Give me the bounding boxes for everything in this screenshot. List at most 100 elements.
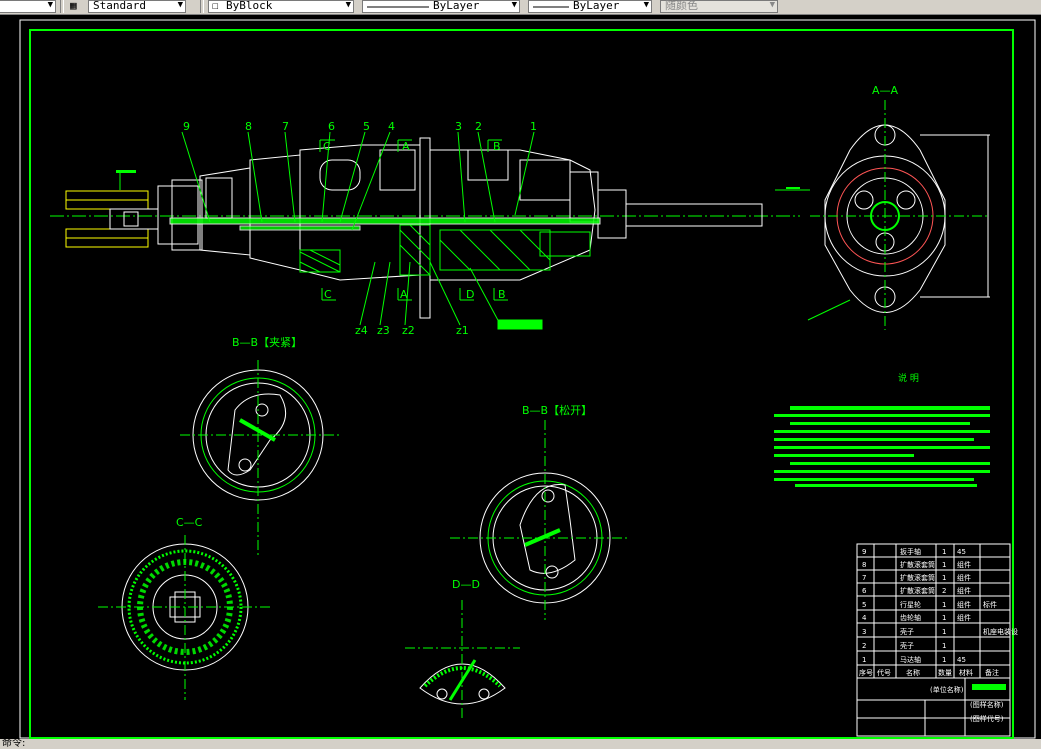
cut-letter: D	[466, 288, 474, 301]
bom-cell-note: 机座电装设	[983, 627, 1018, 636]
section-cc-title: C—C	[176, 516, 203, 529]
text-style-dropdown[interactable]: Standard ▼	[88, 0, 186, 13]
bom-header-name: 名称	[906, 668, 920, 677]
part-label: 9	[183, 120, 190, 133]
notes-title: 说 明	[898, 372, 919, 384]
text-style-value: Standard	[93, 0, 146, 12]
chevron-down-icon: ▼	[511, 0, 517, 10]
cut-letter: C	[324, 288, 332, 301]
cut-letter: C	[323, 140, 331, 153]
cut-letter: B	[498, 288, 506, 301]
bom-cell-no: 9	[862, 548, 866, 556]
bom-cell-qty: 1	[942, 642, 946, 650]
technical-notes: 说 明	[774, 372, 990, 487]
command-line[interactable]: 命令:	[0, 739, 1041, 749]
bom-cell-material: 组件	[957, 573, 971, 582]
section-view-aa: A—A	[807, 84, 990, 330]
color-swatch-icon: ☐	[212, 0, 219, 12]
title-block-name: (单位名称)	[930, 685, 964, 694]
bom-cell-name: 扩散滚套筒	[900, 560, 935, 569]
linetype-value: ByLayer	[433, 0, 480, 12]
section-view-bb-clamp: B—B【夹紧】	[180, 336, 340, 556]
text-style-icon[interactable]: ▦	[66, 0, 86, 13]
bom-cell-qty: 1	[942, 656, 946, 664]
part-label: 6	[328, 120, 335, 133]
bom-cell-name: 扩散滚套筒	[900, 573, 935, 582]
part-label: 4	[388, 120, 395, 133]
title-block-drawing-code: (图样代号)	[970, 714, 1004, 723]
part-label: 3	[455, 120, 462, 133]
part-label: 5	[363, 120, 370, 133]
part-label: 2	[475, 120, 482, 133]
plot-style-dropdown[interactable]: 随颜色 ▼	[660, 0, 778, 13]
bom-cell-no: 2	[862, 642, 866, 650]
part-number-labels: 9 8 7 6 5 4 3 2 1 z4 z3 z2 z1 C A B C A …	[183, 120, 537, 337]
gear-label: z3	[377, 324, 390, 337]
bom-cell-material: 组件	[957, 586, 971, 595]
section-view-dd: D—D	[405, 578, 520, 720]
sheet-inner-border	[29, 29, 1014, 739]
bom-header-material: 材料	[959, 668, 973, 677]
properties-toolbar: ▼ ▦ Standard ▼ ☐ ByBlock ▼ ByLayer ▼ ByL…	[0, 0, 1041, 15]
cut-letter: A	[400, 288, 408, 301]
part-label: 8	[245, 120, 252, 133]
chevron-down-icon: ▼	[769, 0, 775, 10]
cut-letter: A	[402, 140, 410, 153]
bom-cell-qty: 1	[942, 561, 946, 569]
bom-cell-no: 3	[862, 628, 866, 636]
title-block-drawing-name: (图样名称)	[970, 700, 1004, 709]
bom-header-code: 代号	[877, 668, 891, 677]
chevron-down-icon: ▼	[47, 0, 53, 10]
bom-cell-name: 壳子	[900, 627, 914, 636]
part-label: 7	[282, 120, 289, 133]
plot-style-value: 随颜色	[665, 0, 698, 12]
cut-letter: B	[493, 140, 501, 153]
bom-cell-material: 组件	[957, 560, 971, 569]
bom-cell-qty: 1	[942, 614, 946, 622]
section-view-bb-release: B—B【松开】	[450, 403, 630, 620]
bom-cell-name: 扳手轴	[900, 547, 921, 556]
gear-label: z2	[402, 324, 415, 337]
lineweight-value: ByLayer	[573, 0, 620, 12]
chevron-down-icon: ▼	[345, 0, 351, 10]
toolbar-separator	[200, 0, 204, 13]
bom-header-no: 序号	[859, 668, 873, 677]
bom-cell-no: 4	[862, 614, 867, 622]
bom-cell-no: 7	[862, 574, 866, 582]
section-view-cc: C—C	[98, 516, 272, 700]
bom-cell-no: 6	[862, 587, 867, 595]
bom-cell-name: 马达轴	[900, 655, 921, 664]
gear-label: z4	[355, 324, 368, 337]
bom-header-qty: 数量	[938, 668, 952, 677]
bom-cell-material: 45	[957, 548, 966, 556]
gear-label: z1	[456, 324, 469, 337]
layer-dropdown[interactable]: ▼	[0, 0, 56, 13]
section-bb-release-title: B—B【松开】	[522, 403, 592, 417]
chevron-down-icon: ▼	[643, 0, 649, 10]
bom-cell-name: 扩散滚套筒	[900, 586, 935, 595]
color-dropdown[interactable]: ☐ ByBlock ▼	[208, 0, 354, 13]
linetype-dropdown[interactable]: ByLayer ▼	[362, 0, 520, 13]
main-assembly-view	[50, 131, 810, 330]
bom-cell-material: 组件	[957, 600, 971, 609]
lineweight-dropdown[interactable]: ByLayer ▼	[528, 0, 652, 13]
bom-header-note: 备注	[985, 668, 999, 677]
bom-cell-no: 5	[862, 601, 866, 609]
sheet-outer-border	[19, 19, 1036, 739]
bom-cell-name: 齿轮轴	[900, 613, 921, 622]
color-value: ByBlock	[226, 0, 273, 12]
bom-cell-note: 标件	[983, 600, 997, 609]
bom-cell-material: 组件	[957, 613, 971, 622]
chevron-down-icon: ▼	[177, 0, 183, 10]
section-aa-title: A—A	[872, 84, 899, 97]
toolbar-separator	[60, 0, 64, 13]
bom-cell-qty: 1	[942, 548, 946, 556]
bom-cell-material: 45	[957, 656, 966, 664]
section-dd-title: D—D	[452, 578, 480, 591]
bom-cell-qty: 1	[942, 601, 946, 609]
bom-cell-name: 行星轮	[900, 600, 921, 609]
bom-cell-qty: 2	[942, 587, 946, 595]
drawing-canvas[interactable]: 9 8 7 6 5 4 3 2 1 z4 z3 z2 z1 C A B C A …	[0, 15, 1041, 739]
bom-cell-name: 壳子	[900, 641, 914, 650]
